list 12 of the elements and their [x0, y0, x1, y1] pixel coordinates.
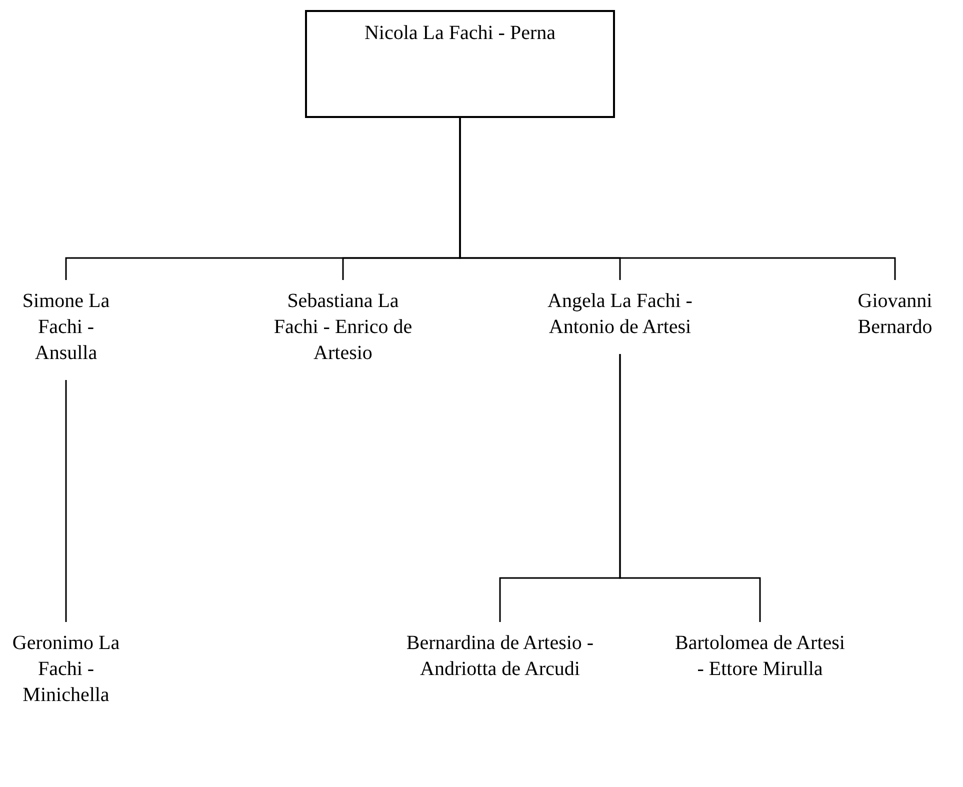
- person-name: Angela La Fachi - Antonio de Artesi: [546, 289, 694, 340]
- connector-line: [459, 118, 896, 280]
- person-name: Giovanni Bernardo: [856, 289, 934, 340]
- person-name: Sebastiana La Fachi - Enrico de Artesio: [273, 289, 413, 366]
- person-name: Bernardina de Artesio - Andriotta de Arcudi: [405, 631, 595, 682]
- connector-line: [619, 354, 761, 622]
- connector-line: [65, 379, 67, 622]
- person-name: Nicola La Fachi - Perna: [364, 21, 556, 46]
- person-name: Bartolomea de Artesi - Ettore Mirulla: [675, 631, 845, 682]
- person-name: Simone La Fachi - Ansulla: [21, 289, 111, 366]
- person-box: [305, 10, 615, 118]
- person-name: Geronimo La Fachi - Minichella: [11, 631, 121, 708]
